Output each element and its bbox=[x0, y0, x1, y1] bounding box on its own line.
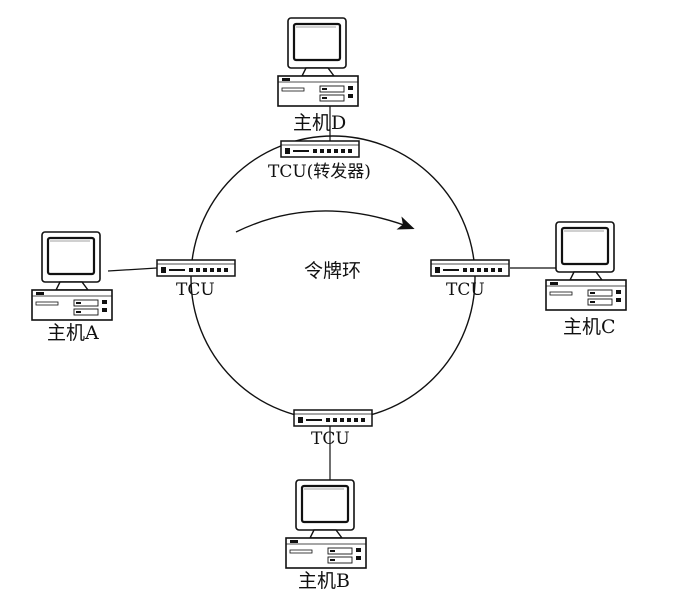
tcu-b-label: TCU bbox=[311, 429, 350, 449]
computer-a bbox=[30, 230, 114, 322]
ring-label: 令牌环 bbox=[304, 260, 362, 282]
tcu-a-label: TCU bbox=[176, 280, 215, 300]
host-d-label: 主机D bbox=[293, 112, 347, 134]
host-b-label: 主机B bbox=[298, 570, 350, 592]
tcu-d bbox=[280, 140, 360, 158]
tcu-c bbox=[430, 259, 510, 277]
tcu-d-label: TCU(转发器) bbox=[268, 162, 371, 182]
tcu-c-label: TCU bbox=[446, 280, 485, 300]
host-a-label: 主机A bbox=[47, 322, 99, 344]
host-c-label: 主机C bbox=[563, 316, 616, 338]
computer-b bbox=[284, 478, 368, 570]
computer-c bbox=[544, 220, 628, 312]
computer-d bbox=[276, 16, 360, 108]
token-direction-arrow bbox=[235, 210, 415, 233]
tcu-b bbox=[293, 409, 373, 427]
link-host-a bbox=[107, 267, 158, 272]
tcu-a bbox=[156, 259, 236, 277]
